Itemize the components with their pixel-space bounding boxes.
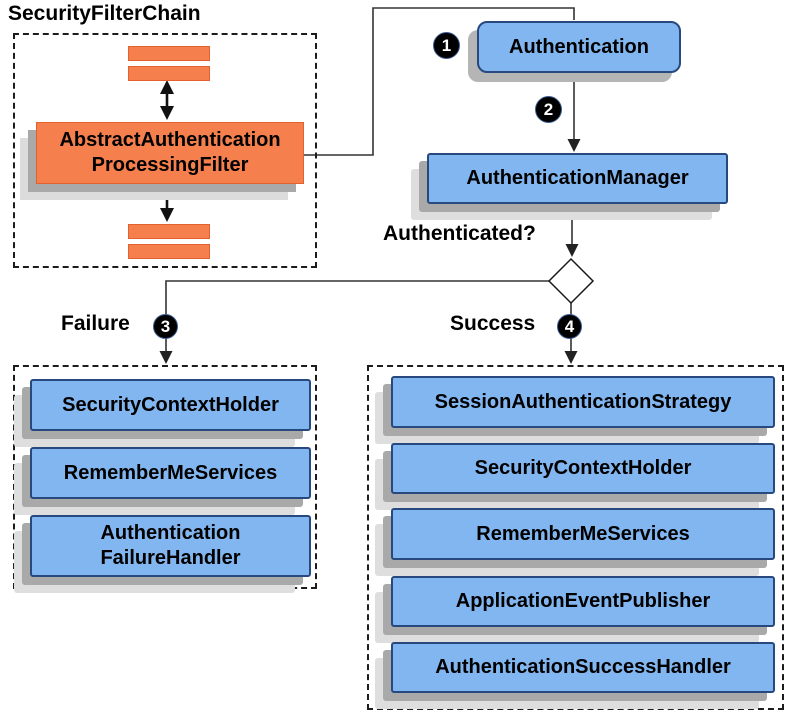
authentication-manager-box: AuthenticationManager — [427, 153, 728, 204]
session-authentication-strategy-box: SessionAuthenticationStrategy — [391, 376, 775, 428]
arrowhead-icon — [567, 139, 581, 152]
authentication-box: Authentication — [477, 21, 681, 73]
filter-bar-icon — [128, 224, 210, 239]
security-context-holder-box: SecurityContextHolder — [391, 443, 775, 494]
success-handlers-container — [367, 365, 784, 710]
remember-me-services-box: RememberMeServices — [30, 447, 311, 499]
arrowhead-icon — [565, 244, 579, 257]
page-title: SecurityFilterChain — [8, 2, 201, 25]
step-4-badge: 4 — [557, 314, 582, 339]
arrowhead-icon — [564, 351, 578, 364]
failure-handlers-container — [13, 365, 317, 589]
filter-bar-icon — [128, 66, 210, 81]
step-1-badge: 1 — [433, 32, 460, 59]
arrowhead-icon — [160, 80, 174, 94]
authentication-success-handler-box: AuthenticationSuccessHandler — [391, 642, 775, 693]
arrowhead-icon — [160, 184, 174, 198]
arrowhead-icon — [160, 106, 174, 120]
abstract-authentication-processing-filter-box: AbstractAuthentication ProcessingFilter — [36, 122, 304, 184]
decision-diamond-icon — [547, 257, 595, 305]
application-event-publisher-box: ApplicationEventPublisher — [391, 576, 775, 627]
success-label: Success — [450, 312, 536, 335]
failure-label: Failure — [61, 312, 130, 335]
authentication-failure-handler-box: Authentication FailureHandler — [30, 515, 311, 577]
security-filter-chain-container — [13, 33, 317, 268]
filter-to-authentication-connector — [302, 7, 575, 156]
filter-bar-icon — [128, 244, 210, 259]
security-context-holder-box: SecurityContextHolder — [30, 379, 311, 431]
step-3-badge: 3 — [153, 314, 178, 339]
authenticated-question-label: Authenticated? — [383, 222, 536, 245]
filter-bar-icon — [128, 46, 210, 61]
remember-me-services-box: RememberMeServices — [391, 508, 775, 560]
arrowhead-icon — [159, 351, 173, 364]
arrowhead-icon — [160, 208, 174, 222]
step-2-badge: 2 — [535, 96, 562, 123]
